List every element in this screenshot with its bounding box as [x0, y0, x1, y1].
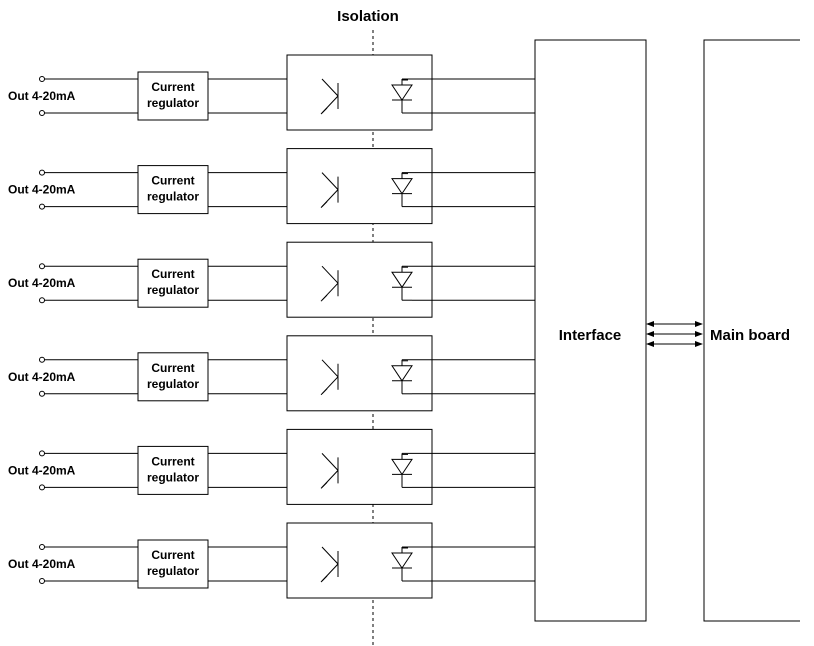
led-icon: [391, 547, 413, 582]
current-regulator-block: [137, 71, 209, 121]
optocoupler-block: [286, 428, 433, 505]
output-label: Out 4-20mA: [8, 370, 76, 384]
regulator-label-line1: Current: [151, 361, 194, 375]
output-terminal-positive: [39, 450, 45, 457]
bidirectional-arrow-icon: [646, 321, 703, 327]
led-icon: [391, 79, 413, 114]
regulator-label-line1: Current: [151, 267, 194, 281]
output-terminal-negative: [39, 578, 45, 584]
output-terminal-positive: [39, 544, 45, 550]
regulator-label-line2: regulator: [147, 377, 199, 391]
current-regulator-block: [137, 539, 209, 589]
phototransistor-icon: [320, 172, 339, 208]
regulator-label-line1: Current: [151, 548, 194, 562]
regulator-label-line1: Current: [151, 80, 194, 94]
led-icon: [391, 359, 413, 395]
output-terminal-negative: [39, 297, 45, 304]
output-terminal-negative: [39, 484, 45, 491]
channel-row: Out 4-20mA Current regulator: [8, 335, 535, 412]
output-terminal-positive: [39, 76, 45, 82]
channel-row: Out 4-20mA Current regulator: [8, 148, 535, 225]
phototransistor-icon: [320, 453, 339, 489]
phototransistor-icon: [320, 265, 339, 302]
main-board-block: [703, 39, 800, 622]
phototransistor-icon: [320, 78, 339, 115]
output-terminal-negative: [39, 203, 45, 210]
main-board-label: Main board: [710, 327, 790, 344]
channel-row: Out 4-20mA Current regulator: [8, 522, 535, 599]
regulator-label-line2: regulator: [147, 96, 199, 110]
output-label: Out 4-20mA: [8, 463, 76, 477]
output-terminal-positive: [39, 356, 45, 363]
regulator-label-line2: regulator: [147, 283, 199, 297]
bidirectional-arrow-icon: [646, 331, 703, 337]
optocoupler-block: [286, 522, 433, 599]
optocoupler-block: [286, 54, 433, 131]
bidirectional-arrow-icon: [646, 341, 703, 347]
led-icon: [391, 172, 413, 208]
current-regulator-block: [137, 445, 209, 495]
optocoupler-block: [286, 335, 433, 412]
optocoupler-block: [286, 148, 433, 225]
led-icon: [391, 453, 413, 488]
channel-row: Out 4-20mA Current regulator: [8, 428, 535, 505]
phototransistor-icon: [320, 546, 339, 583]
output-terminal-positive: [39, 169, 45, 176]
channel-row: Out 4-20mA Current regulator: [8, 54, 535, 131]
led-icon: [391, 266, 413, 301]
regulator-label-line2: regulator: [147, 470, 199, 484]
regulator-label-line2: regulator: [147, 190, 199, 204]
regulator-label-line1: Current: [151, 174, 194, 188]
isolation-label: Isolation: [337, 8, 399, 25]
regulator-label-line2: regulator: [147, 564, 199, 578]
output-label: Out 4-20mA: [8, 89, 76, 103]
output-label: Out 4-20mA: [8, 557, 76, 571]
interface-block: [534, 39, 647, 622]
current-regulator-block: [137, 165, 209, 215]
current-regulator-block: [137, 258, 209, 308]
optocoupler-block: [286, 241, 433, 318]
output-label: Out 4-20mA: [8, 183, 76, 197]
current-regulator-block: [137, 352, 209, 402]
channel-row: Out 4-20mA Current regulator: [8, 241, 535, 318]
phototransistor-icon: [320, 359, 339, 396]
interface-mainboard-bus: [646, 321, 703, 347]
output-terminal-positive: [39, 263, 45, 270]
output-terminal-negative: [39, 390, 45, 397]
output-terminal-negative: [39, 110, 45, 116]
output-label: Out 4-20mA: [8, 276, 76, 290]
interface-label: Interface: [559, 327, 622, 344]
regulator-label-line1: Current: [151, 454, 194, 468]
